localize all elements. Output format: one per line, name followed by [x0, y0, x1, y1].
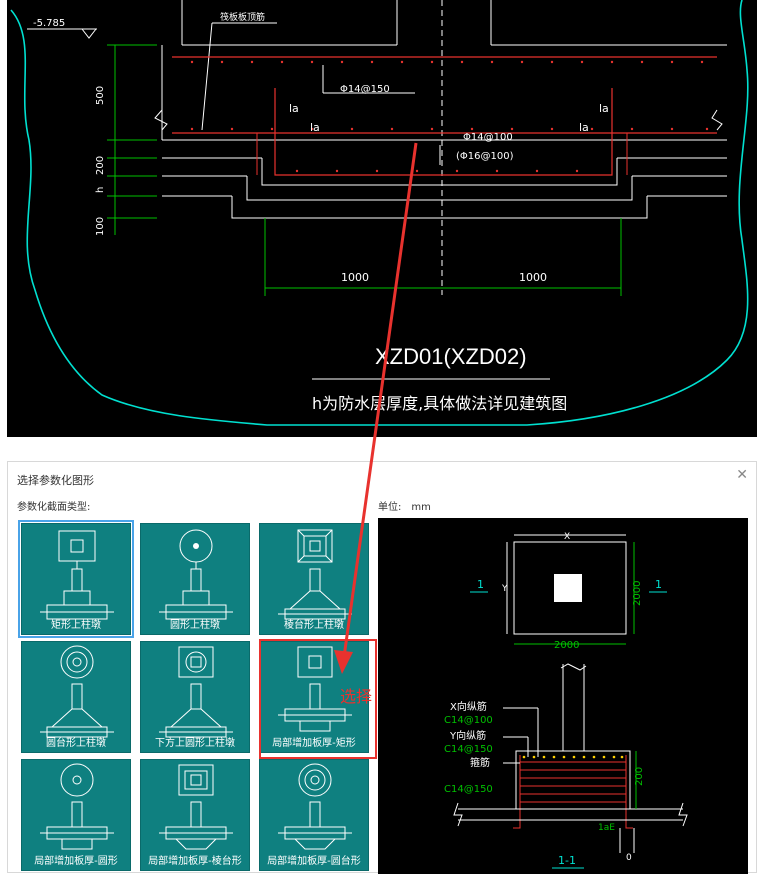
tile-frustum-column-pier[interactable]: 棱台形上柱墩: [259, 523, 369, 635]
revision-cloud: [10, 0, 749, 426]
tile-label: 棱台形上柱墩: [284, 620, 344, 631]
dim-1000-left: 1000: [341, 271, 369, 284]
zero-label: 0: [626, 853, 632, 863]
rebar-label-1: Φ14@150: [340, 84, 390, 95]
tile-label: 局部增加板厚-圆台形: [267, 856, 361, 867]
tile-label: 圆形上柱墩: [170, 620, 220, 631]
dim-200-preview: 200: [634, 767, 645, 786]
tile-label: 圆台形上柱墩: [46, 738, 106, 749]
rebar-label-2: Φ14@100: [463, 132, 513, 143]
tile-local-thicken-frustum[interactable]: 局部增加板厚-棱台形: [140, 759, 250, 871]
tile-local-thicken-roundfrustum[interactable]: 局部增加板厚-圆台形: [259, 759, 369, 871]
x-rebar-value: C14@100: [444, 715, 493, 726]
rect-column-pier-icon: [40, 530, 114, 620]
local-thicken-rect-icon: [278, 646, 352, 732]
unit-value: mm: [411, 502, 431, 513]
tile-square-round-pier[interactable]: 下方上圆形上柱墩: [140, 641, 250, 753]
select-parametric-dialog: 选择参数化图形 ✕ 参数化截面类型: 单位: mm 矩形上柱墩 圆形上柱墩: [7, 461, 757, 874]
selection-highlight-box: [259, 639, 377, 759]
stirrup-label: 箍筋: [470, 756, 490, 769]
la-label-1: la: [289, 102, 299, 115]
dim-500: 500: [95, 86, 106, 105]
tile-round-frustum-pier[interactable]: 圆台形上柱墩: [21, 641, 131, 753]
dim-200: 200: [95, 156, 106, 175]
section-mark-left: 1: [477, 578, 484, 591]
lae-label: 1aE: [598, 823, 615, 833]
dim-100: 100: [95, 217, 106, 236]
tile-label: 局部增加板厚-棱台形: [148, 856, 242, 867]
preview-canvas: X Y 2000 2000 1 1 X向纵筋 C14@100 Y向纵筋: [378, 518, 748, 874]
rebar-label-3: (Φ16@100): [456, 151, 514, 162]
stirrup-value: C14@150: [444, 784, 493, 795]
tile-label: 矩形上柱墩: [51, 620, 101, 631]
la-label-3: la: [599, 102, 609, 115]
annotation-text: 选择: [340, 687, 373, 706]
y-rebar-value: C14@150: [444, 744, 493, 755]
round-frustum-pier-icon: [40, 645, 114, 738]
tile-circle-column-pier[interactable]: 圆形上柱墩: [140, 523, 250, 635]
unit-row: 单位: mm: [378, 498, 431, 513]
tile-rect-column-pier[interactable]: 矩形上柱墩: [18, 520, 134, 638]
la-label-2: la: [310, 121, 320, 134]
tile-label: 局部增加板厚-矩形: [272, 738, 356, 749]
circle-column-pier-icon: [159, 529, 233, 620]
x-rebar-label: X向纵筋: [450, 700, 487, 713]
preview-dim-height: 2000: [632, 581, 643, 606]
square-round-pier-icon: [159, 646, 233, 738]
dim-h: h: [95, 187, 106, 193]
unit-label: 单位:: [378, 502, 402, 513]
dialog-title: 选择参数化图形: [17, 474, 94, 487]
tile-label: 下方上圆形上柱墩: [155, 738, 235, 749]
section-mark-right: 1: [655, 578, 662, 591]
elevation-label: -5.785: [33, 18, 65, 29]
dim-1000-right: 1000: [519, 271, 547, 284]
top-note: 筏板板顶筋: [220, 11, 265, 23]
tile-local-thicken-circle[interactable]: 局部增加板厚-圆形: [21, 759, 131, 871]
local-thicken-roundfrustum-icon: [278, 763, 352, 850]
drawing-note: h为防水层厚度,具体做法详见建筑图: [312, 394, 567, 413]
preview-dim-x: X: [564, 532, 570, 542]
preview-dim-width: 2000: [554, 640, 579, 651]
local-thicken-frustum-icon: [159, 764, 233, 850]
drawing-title: XZD01(XZD02): [375, 344, 527, 369]
y-rebar-label: Y向纵筋: [449, 729, 486, 742]
local-thicken-circle-icon: [40, 763, 114, 850]
frustum-column-pier-icon: [278, 529, 352, 620]
close-icon[interactable]: ✕: [736, 467, 748, 483]
cad-drawing: -5.785 筏板板顶筋 500 200 h 100: [7, 0, 757, 437]
section-title: 1-1: [558, 854, 576, 867]
tile-label: 局部增加板厚-圆形: [34, 856, 118, 867]
preview-dim-y: Y: [501, 584, 508, 594]
la-label-4: la: [579, 121, 589, 134]
section-type-label: 参数化截面类型:: [17, 502, 91, 513]
